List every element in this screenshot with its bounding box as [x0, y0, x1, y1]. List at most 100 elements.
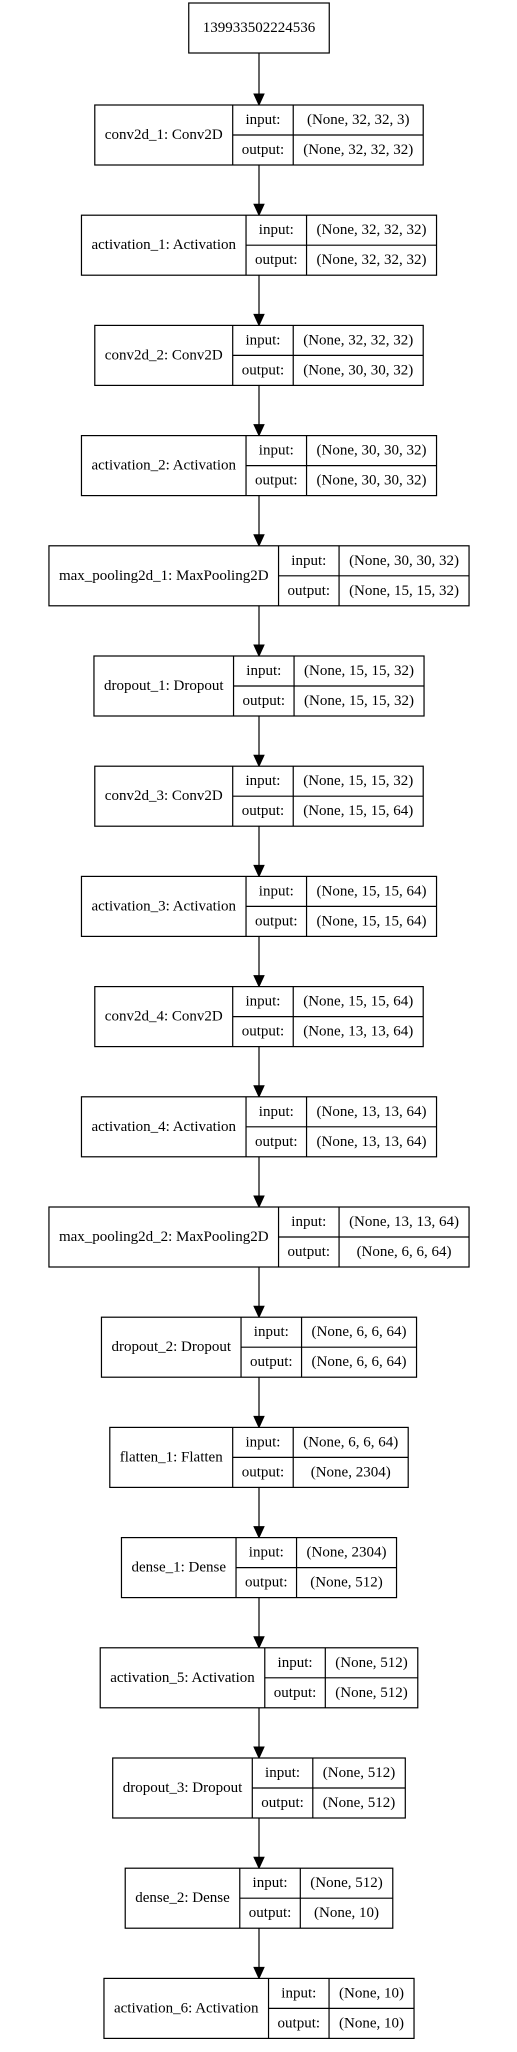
input-shape: (None, 30, 30, 32)	[317, 443, 427, 459]
input-label: input:	[259, 443, 294, 459]
input-label: input:	[291, 553, 326, 569]
output-shape: (None, 32, 32, 32)	[303, 142, 413, 158]
input-label: input:	[281, 1985, 316, 2001]
arrowhead	[253, 1966, 265, 1980]
layer-name: dense_1: Dense	[131, 1560, 226, 1576]
input-label: input:	[245, 1434, 280, 1450]
arrowhead	[253, 975, 265, 988]
edge-arrow	[253, 1818, 265, 1870]
output-shape: (None, 512)	[335, 1685, 407, 1701]
input-shape: (None, 10)	[339, 1985, 404, 2001]
output-label: output:	[249, 1905, 292, 1921]
input-shape: (None, 15, 15, 32)	[303, 773, 413, 789]
edge-arrow	[253, 936, 265, 988]
output-shape: (None, 6, 6, 64)	[312, 1354, 407, 1370]
output-label: output:	[255, 473, 298, 489]
output-shape: (None, 512)	[310, 1575, 382, 1591]
output-shape: (None, 6, 6, 64)	[357, 1244, 452, 1260]
output-label: output:	[242, 803, 285, 819]
layer-node: activation_1: Activationinput:output:(No…	[80, 214, 438, 276]
edge-arrow	[253, 1267, 265, 1319]
input-label: input:	[259, 222, 294, 238]
input-label: input:	[245, 994, 280, 1010]
nodes: 139933502224536 conv2d_1: Conv2Dinput:ou…	[48, 2, 470, 2040]
edge-arrow	[253, 495, 265, 548]
arrowhead	[253, 1636, 265, 1650]
output-shape: (None, 2304)	[311, 1464, 391, 1480]
edge-arrow	[253, 716, 265, 768]
layer-node: activation_6: Activationinput:output:(No…	[103, 1977, 415, 2040]
output-label: output:	[288, 1244, 331, 1260]
arrowhead	[253, 93, 265, 107]
arrowhead	[253, 864, 265, 878]
input-label: input:	[291, 1214, 326, 1230]
output-shape: (None, 10)	[314, 1905, 379, 1921]
input-label: input:	[249, 1545, 284, 1561]
edge-arrow	[253, 1377, 265, 1429]
output-label: output:	[274, 1685, 317, 1701]
output-shape: (None, 13, 13, 64)	[317, 1134, 427, 1150]
output-label: output:	[250, 1354, 293, 1370]
input-shape: (None, 6, 6, 64)	[303, 1434, 398, 1450]
layer-name: activation_6: Activation	[114, 2000, 259, 2016]
output-label: output:	[255, 1134, 298, 1150]
arrowhead	[253, 1195, 265, 1209]
input-label: input:	[253, 1875, 288, 1891]
layer-node: dropout_2: Dropout input: output: (None, 6,…	[100, 1316, 418, 1378]
output-label: output:	[245, 1575, 288, 1591]
input-shape: (None, 13, 13, 64)	[349, 1214, 459, 1230]
input-label: input:	[254, 1324, 289, 1340]
arrowhead	[253, 754, 265, 768]
layer-name: conv2d_1: Conv2D	[105, 127, 223, 143]
output-label: output:	[243, 693, 286, 709]
input-shape: (None, 512)	[323, 1765, 395, 1781]
arrowhead	[253, 1305, 265, 1319]
layer-name: dropout_2: Dropout	[111, 1339, 231, 1355]
input-shape: (None, 15, 15, 64)	[317, 883, 427, 899]
layer-name: flatten_1: Flatten	[120, 1449, 223, 1465]
layer-name: activation_2: Activation	[91, 458, 236, 474]
output-label: output:	[255, 913, 298, 929]
output-shape: (None, 30, 30, 32)	[317, 473, 427, 489]
output-shape: (None, 30, 30, 32)	[303, 362, 413, 378]
arrowhead	[253, 534, 265, 548]
arrowhead	[253, 1746, 265, 1760]
arrowhead	[253, 203, 265, 217]
layer-name: dropout_1: Dropout	[104, 678, 224, 694]
input-shape: (None, 32, 32, 32)	[303, 332, 413, 348]
arrowhead	[253, 1856, 265, 1870]
layer-node: activation_3: Activation input: output: (No…	[80, 875, 438, 938]
input-label: input:	[265, 1765, 300, 1781]
output-shape: (None, 10)	[339, 2015, 404, 2031]
input-shape: (None, 13, 13, 64)	[317, 1104, 427, 1120]
edge-arrow	[253, 1487, 265, 1539]
input-shape: (None, 512)	[310, 1875, 382, 1891]
input-shape: (None, 30, 30, 32)	[349, 553, 459, 569]
input-shape: (None, 15, 15, 32)	[304, 663, 414, 679]
layer-name: conv2d_4: Conv2D	[105, 1009, 223, 1025]
output-label: output:	[288, 583, 331, 599]
edge-arrow	[253, 385, 265, 437]
output-label: output:	[261, 1795, 304, 1811]
layer-name: conv2d_3: Conv2D	[105, 788, 223, 804]
edge-arrow	[253, 275, 265, 327]
output-shape: (None, 13, 13, 64)	[303, 1024, 413, 1040]
output-shape: (None, 32, 32, 32)	[317, 252, 427, 268]
layer-name: dense_2: Dense	[135, 1890, 230, 1906]
layer-name: activation_3: Activation	[91, 898, 236, 914]
edge-arrow	[253, 165, 265, 217]
output-shape: (None, 15, 15, 64)	[303, 803, 413, 819]
arrowhead	[253, 644, 265, 658]
input-label: input:	[246, 663, 281, 679]
output-shape: (None, 15, 15, 32)	[304, 693, 414, 709]
edge-arrow	[253, 1928, 265, 1980]
layer-node: dropout_1: Dropout input: output: (None, 15…	[93, 655, 425, 717]
input-label: input:	[259, 883, 294, 899]
edge-arrow	[253, 1046, 265, 1099]
layer-name: activation_5: Activation	[110, 1670, 255, 1686]
